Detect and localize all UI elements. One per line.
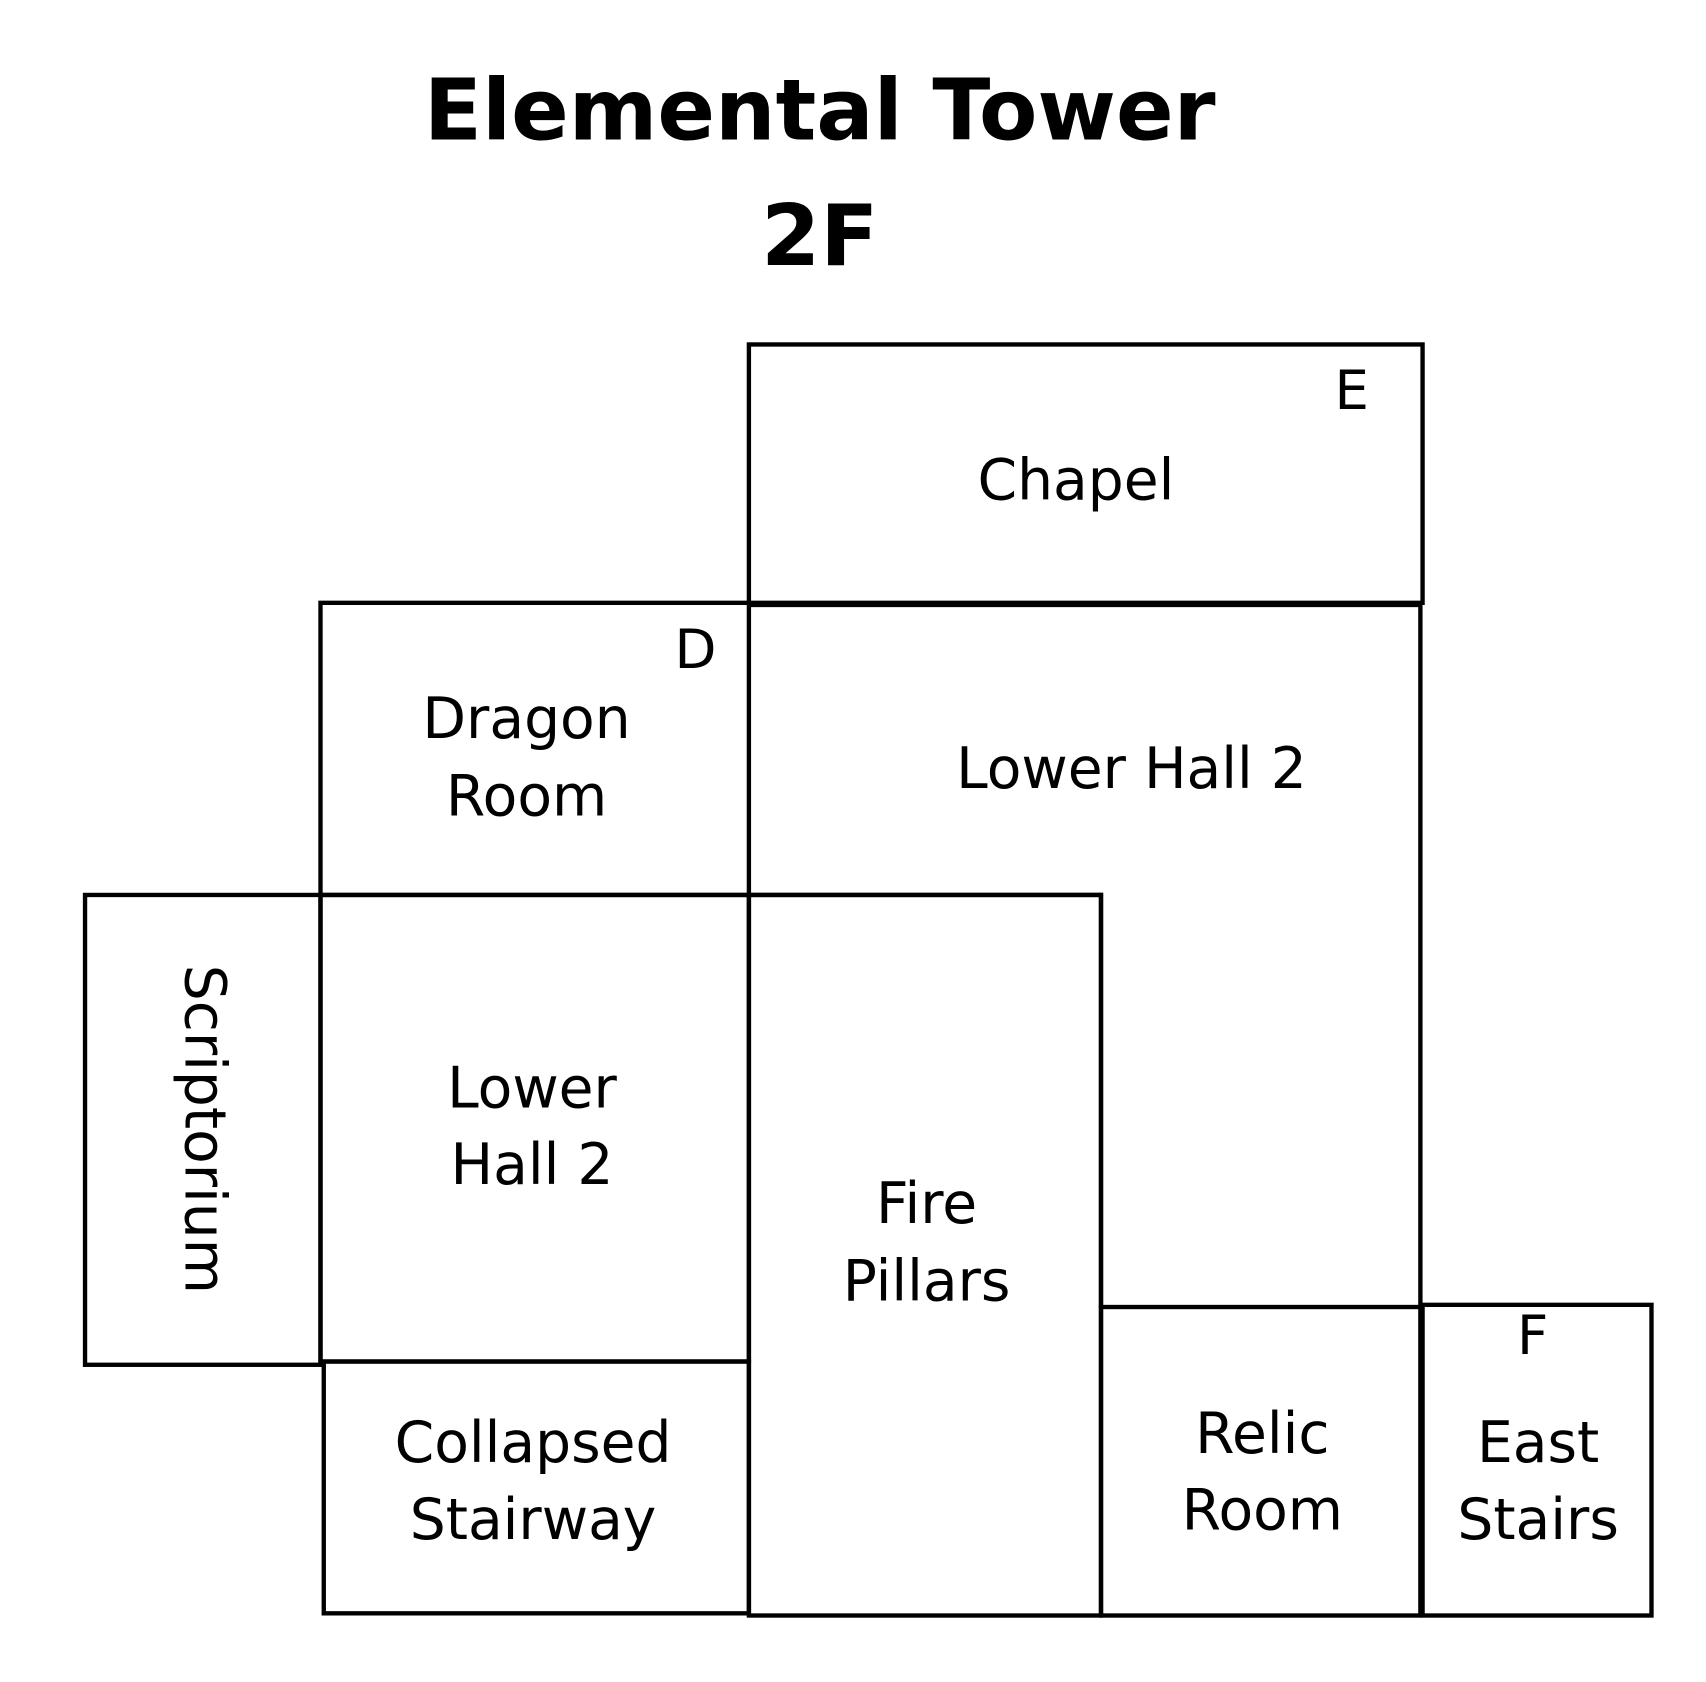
room-label: East <box>1477 1410 1599 1476</box>
room-lower-hall-2-upper[interactable]: Lower Hall 2 <box>748 602 1423 1309</box>
room-label: Relic <box>1195 1401 1329 1467</box>
room-relic-room[interactable]: Relic Room <box>1098 1304 1423 1618</box>
map-title: Elemental Tower <box>424 62 1216 161</box>
room-label: Lower <box>447 1056 617 1122</box>
floor-label: 2F <box>761 187 878 286</box>
room-east-stairs[interactable]: F East Stairs <box>1420 1302 1654 1618</box>
room-label: Stairway <box>410 1487 657 1553</box>
room-fire-pillars[interactable]: Fire Pillars <box>746 892 1104 1618</box>
room-label: Stairs <box>1457 1487 1619 1553</box>
room-label: Chapel <box>978 447 1175 513</box>
room-label: Pillars <box>843 1248 1011 1314</box>
room-lower-hall-2-left[interactable]: Lower Hall 2 <box>318 892 752 1364</box>
room-label: Collapsed <box>395 1410 672 1476</box>
marker-f: F <box>1517 1303 1548 1367</box>
marker-d: D <box>674 617 716 681</box>
room-label: Room <box>446 763 607 829</box>
room-label: Lower Hall 2 <box>956 736 1307 802</box>
marker-e: E <box>1334 358 1368 422</box>
room-chapel[interactable]: E Chapel <box>746 342 1425 605</box>
room-dragon-room[interactable]: D Dragon Room <box>318 600 752 898</box>
room-scriptorium[interactable]: Scriptorium <box>82 892 323 1367</box>
room-label: Room <box>1182 1477 1343 1543</box>
room-label: Dragon <box>422 686 630 752</box>
room-label: Fire <box>876 1171 977 1237</box>
room-label: Hall 2 <box>451 1132 614 1198</box>
room-collapsed-stairway[interactable]: Collapsed Stairway <box>321 1359 752 1616</box>
room-label: Scriptorium <box>171 965 237 1294</box>
